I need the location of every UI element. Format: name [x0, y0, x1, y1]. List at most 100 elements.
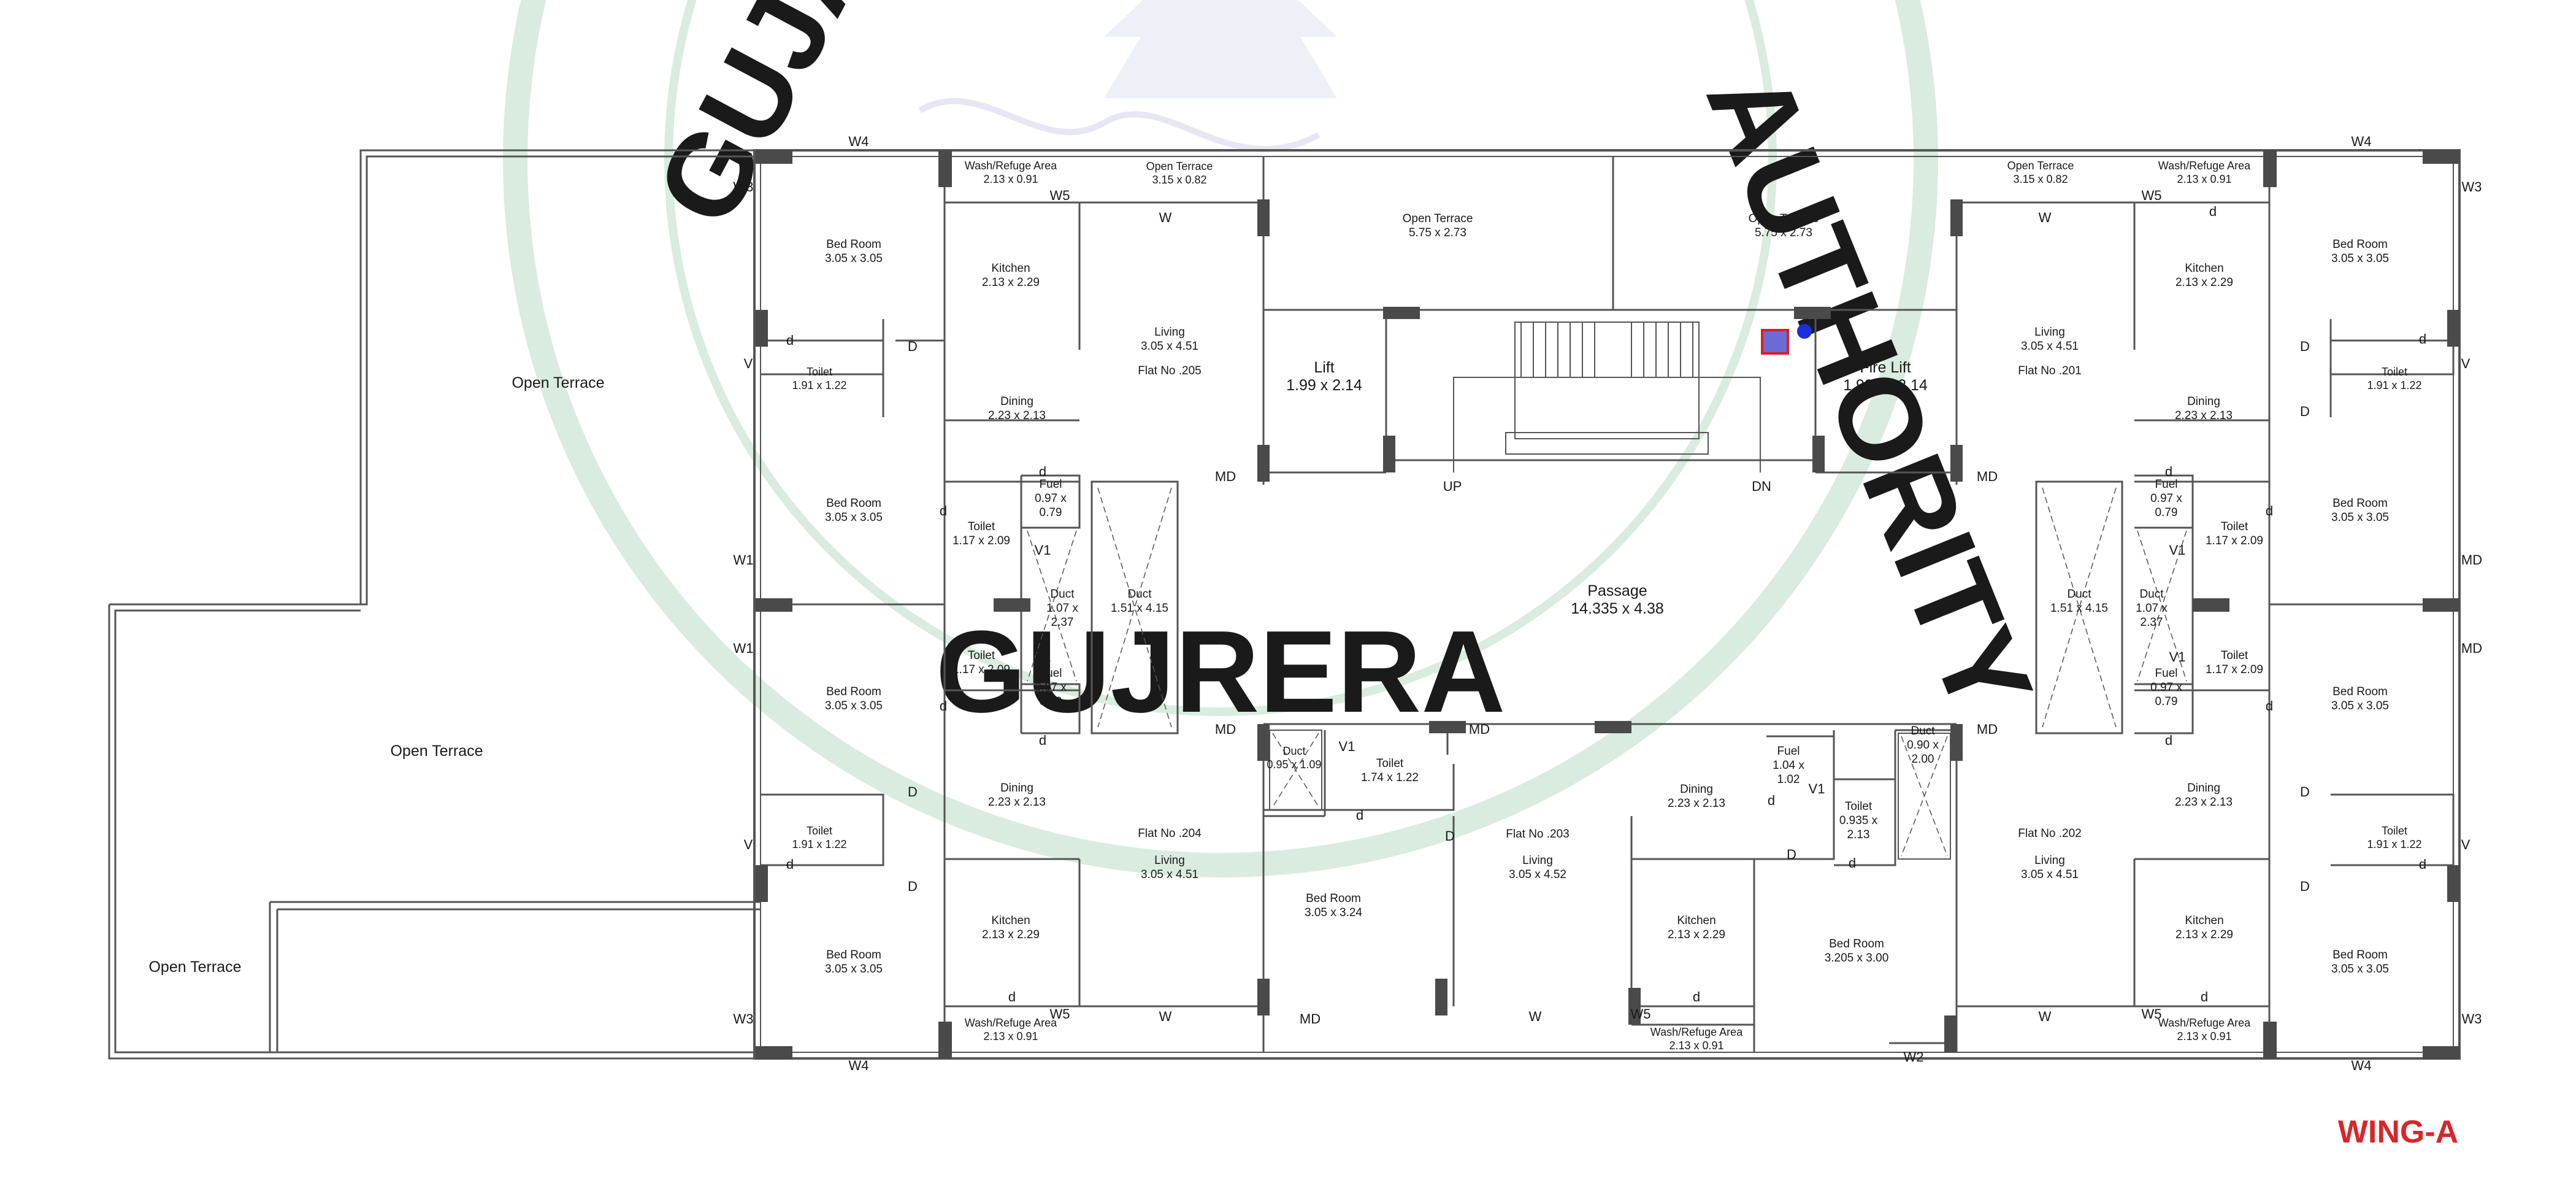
room-name: Duct	[1127, 588, 1152, 601]
opening-tag: W4	[849, 1058, 869, 1073]
column	[1950, 724, 1963, 761]
terrace-step-wall	[269, 901, 761, 1052]
room-name: Dining	[2187, 782, 2220, 795]
opening-tag: UP	[1443, 479, 1462, 494]
column	[1257, 724, 1270, 761]
room-dimensions: 2.23 x 2.13	[1668, 797, 1725, 810]
room-name: Wash/Refuge Area	[965, 160, 1057, 172]
room-dimensions: 1.74 x 1.22	[1361, 771, 1419, 784]
room-name: Toilet	[807, 825, 832, 837]
opening-tag: V	[2461, 356, 2471, 371]
room-dimensions: 3.05 x 3.05	[2331, 252, 2389, 265]
room-dimensions: 2.13 x 0.91	[2177, 173, 2231, 185]
room-dimensions: 1.99 x 2.14	[1286, 377, 1362, 394]
room-dimensions: 3.05 x 3.05	[825, 252, 883, 265]
opening-tag: W5	[1050, 188, 1070, 203]
duct-203-right-box	[1898, 733, 1951, 860]
room-dimensions: 3.05 x 3.05	[825, 699, 883, 712]
column	[1628, 988, 1641, 1025]
opening-tag: MD	[1215, 722, 1236, 737]
room-name: Fuel	[2155, 478, 2178, 491]
room-dimensions: 2.37	[2141, 616, 2163, 629]
opening-tag: d	[786, 333, 794, 348]
room-dimensions: 2.13	[1847, 828, 1870, 841]
opening-tag: d	[1849, 855, 1856, 871]
opening-tag: d	[2419, 857, 2426, 872]
room-dimensions: 1.91 x 1.22	[792, 838, 846, 850]
opening-tag: d	[2266, 503, 2273, 518]
room-dimensions: 3.05 x 4.51	[2021, 868, 2079, 881]
room-name: Bed Room	[1306, 892, 1361, 905]
opening-tag: W	[1159, 1009, 1172, 1024]
column	[1257, 199, 1270, 236]
opening-tag: W5	[2142, 188, 2162, 203]
opening-tag: d	[1768, 793, 1775, 808]
room-dimensions: 3.05 x 4.51	[1141, 340, 1198, 353]
opening-tag: D	[2300, 879, 2310, 894]
room-name: Living	[2034, 854, 2065, 867]
flat-205-204-partitions	[761, 156, 1263, 1052]
opening-tag: d	[940, 698, 947, 714]
room-name: Fuel	[1777, 745, 1800, 758]
opening-tag: D	[908, 339, 918, 354]
room-name: Toilet	[807, 366, 832, 378]
room-dimensions: 3.15 x 0.82	[2013, 173, 2068, 185]
room-name: Bed Room	[2333, 497, 2388, 510]
column	[756, 865, 768, 902]
room-name: Duct	[2139, 588, 2164, 601]
room-dimensions: 2.13 x 0.91	[1669, 1039, 1723, 1052]
room-name: Wash/Refuge Area	[2158, 1017, 2251, 1029]
room-dimensions: 2.37	[1051, 616, 1074, 629]
room-name: Passage	[1587, 582, 1647, 599]
duct-203-box	[1269, 730, 1322, 811]
room-dimensions: 3.05 x 3.05	[825, 963, 883, 976]
room-dimensions: 0.90 x	[1907, 739, 1939, 752]
opening-tag: d	[1356, 807, 1363, 823]
opening-tag: V1	[2169, 542, 2186, 558]
opening-tag: W	[2039, 1009, 2052, 1024]
room-dimensions: 2.23 x 2.13	[988, 409, 1046, 422]
room-name: Toilet	[1845, 800, 1873, 813]
room-name: Open Terrace	[1749, 212, 1819, 225]
column	[1257, 979, 1270, 1015]
column	[938, 150, 952, 187]
opening-tag: V	[2461, 837, 2471, 852]
opening-tag: d	[2165, 733, 2172, 748]
column	[2423, 150, 2459, 164]
room-dimensions: 1.51 x 4.15	[1111, 602, 1168, 615]
room-dimensions: 0.79	[2155, 695, 2178, 708]
room-name: Bed Room	[1829, 938, 1884, 950]
room-dimensions: 1.17 x 2.09	[2206, 534, 2263, 547]
room-dimensions: 0.97 x	[1035, 492, 1067, 505]
column	[2193, 598, 2229, 612]
room-dimensions: 0.97 x	[2150, 681, 2182, 694]
opening-tag: D	[908, 879, 918, 894]
room-dimensions: 3.05 x 3.05	[2331, 699, 2389, 712]
opening-tag: d	[1008, 989, 1016, 1004]
room-dimensions: 14.335 x 4.38	[1571, 600, 1664, 617]
opening-tag: V1	[1035, 542, 1051, 558]
column	[1812, 436, 1825, 472]
opening-tag: V1	[2169, 649, 2186, 665]
opening-tag: D	[2300, 784, 2310, 800]
column	[938, 1022, 952, 1058]
room-label: Flat No .204	[1138, 827, 1202, 840]
